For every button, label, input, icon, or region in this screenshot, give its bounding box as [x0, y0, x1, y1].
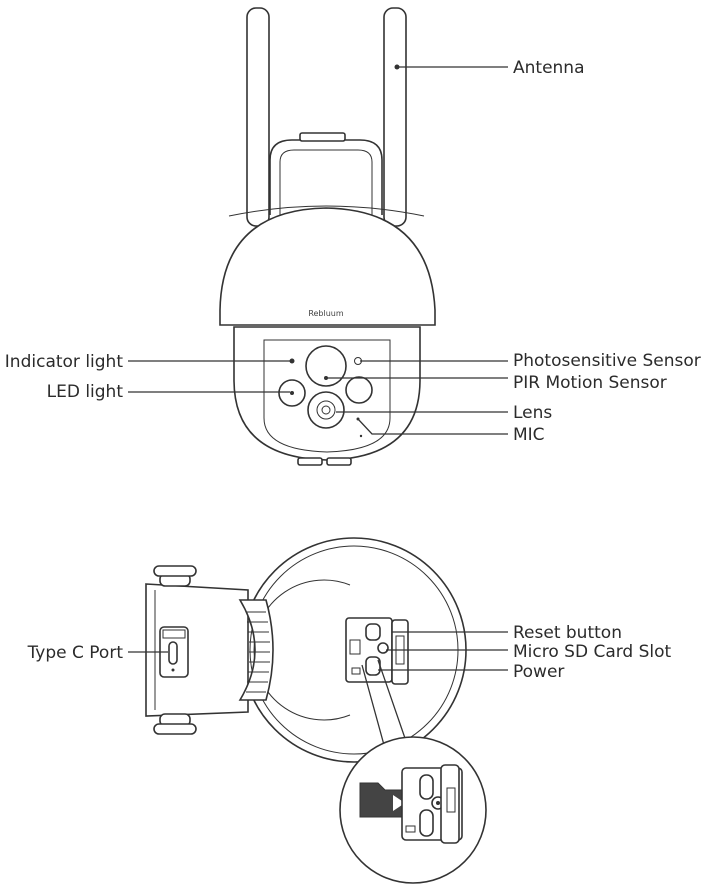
- label-reset-button: Reset button: [513, 623, 622, 643]
- leader-antenna-dot: [394, 64, 400, 70]
- mount-body: [145, 565, 249, 735]
- pir-motion-sensor: [305, 345, 347, 387]
- label-micro-sd-card-slot: Micro SD Card Slot: [513, 642, 672, 662]
- antenna-right: [383, 7, 407, 227]
- indicator-light: [289, 358, 295, 364]
- bottom-view: Type C Port Reset button Micro SD Card S…: [27, 537, 672, 884]
- port-panel: [345, 617, 409, 685]
- label-mic: MIC: [513, 425, 545, 445]
- mic-hole-lower: [359, 434, 363, 438]
- antenna-left: [246, 7, 270, 227]
- label-lens: Lens: [513, 403, 552, 423]
- label-photosensitive-sensor: Photosensitive Sensor: [513, 351, 701, 371]
- label-indicator-light: Indicator light: [5, 352, 124, 372]
- label-antenna: Antenna: [513, 58, 585, 78]
- zoom-detail: [339, 736, 487, 884]
- brand-label: Rebluum: [308, 309, 344, 318]
- mount-bracket: [269, 132, 383, 215]
- leader-mic: [357, 418, 508, 435]
- label-led-light: LED light: [47, 382, 124, 402]
- zoom-port-panel: [401, 764, 463, 844]
- led-light-left: [278, 379, 306, 407]
- front-view: Rebluum Antenna Indicator lig: [5, 7, 701, 466]
- camera-lens: [307, 391, 345, 429]
- label-type-c-port: Type C Port: [27, 643, 124, 663]
- play-arrow-icon: [393, 795, 405, 811]
- type-c-port: [159, 626, 189, 678]
- label-pir-motion-sensor: PIR Motion Sensor: [513, 373, 667, 393]
- label-power: Power: [513, 662, 564, 682]
- base-arc: [253, 579, 351, 721]
- vent-grille: [238, 599, 274, 701]
- camera-dome: [219, 205, 436, 326]
- led-light-right: [345, 376, 373, 404]
